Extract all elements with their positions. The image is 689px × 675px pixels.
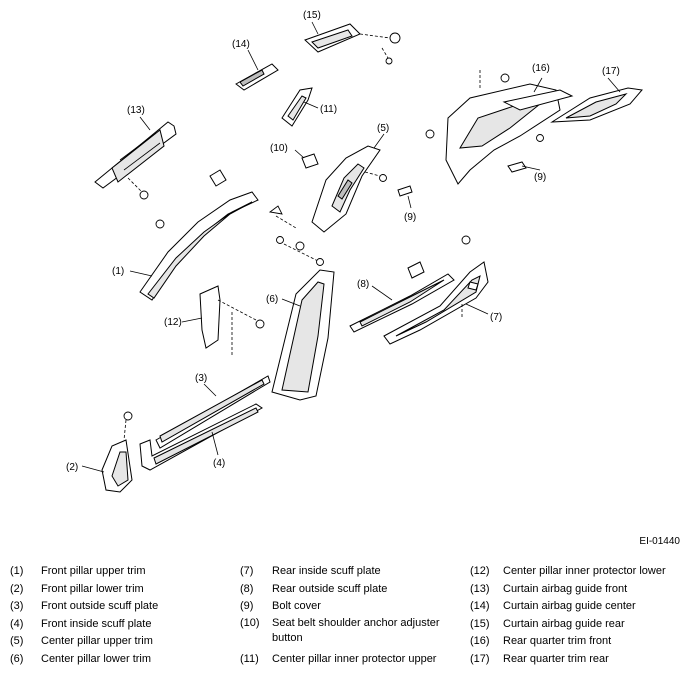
callout-13: (13) — [127, 105, 145, 116]
legend-item: (9) Bolt cover — [240, 598, 465, 616]
part-front-outside-scuff-plate — [155, 375, 271, 449]
legend-number: (5) — [10, 635, 24, 647]
legend-item: (15) Curtain airbag guide rear — [470, 616, 685, 634]
legend-label: Bolt cover — [272, 600, 321, 612]
legend-label: Center pillar inner protector lower — [503, 565, 666, 577]
legend-label: Curtain airbag guide center — [503, 600, 636, 612]
legend-item: (14) Curtain airbag guide center — [470, 598, 685, 616]
part-front-pillar-lower-trim — [101, 411, 133, 493]
part-center-pillar-inner-protector-upper — [281, 87, 313, 127]
leader-lines — [81, 21, 621, 473]
legend-number: (8) — [240, 582, 254, 595]
legend-item: (7) Rear inside scuff plate — [240, 563, 465, 581]
legend-label: Front inside scuff plate — [41, 617, 152, 630]
part-front-inside-scuff-plate — [139, 403, 263, 471]
callout-3: (3) — [195, 373, 207, 384]
legend-item: (6) Center pillar lower trim — [10, 651, 230, 669]
part-seat-belt-adjuster-button — [301, 153, 319, 169]
callout-9-rear: (9) — [534, 172, 546, 183]
part-center-pillar-lower-trim — [271, 269, 335, 401]
legend-number: (17) — [470, 652, 490, 665]
legend-item: (12) Center pillar inner protector lower — [470, 563, 685, 581]
legend-item: (11) Center pillar inner protector upper — [240, 651, 465, 669]
legend-number: (15) — [470, 617, 490, 630]
legend-number: (12) — [470, 565, 490, 577]
part-curtain-airbag-guide-front — [94, 121, 177, 200]
legend-number: (13) — [470, 582, 490, 595]
legend-number: (14) — [470, 600, 490, 612]
callout-2: (2) — [66, 462, 78, 473]
legend-label: Front pillar upper trim — [41, 565, 146, 577]
legend-label: Rear outside scuff plate — [272, 582, 388, 595]
legend-label: Center pillar inner protector upper — [272, 652, 437, 665]
callout-16: (16) — [532, 63, 550, 74]
diagram-canvas: (15) (14) (11) (13) (10) (5) (9) (16) (1… — [66, 10, 643, 493]
callout-10: (10) — [270, 143, 288, 154]
callout-4: (4) — [213, 458, 225, 469]
callout-9-center: (9) — [404, 212, 416, 223]
legend-number: (1) — [10, 565, 24, 577]
legend-item: (5) Center pillar upper trim — [10, 633, 230, 651]
legend-number: (6) — [10, 652, 24, 665]
part-rear-quarter-trim-rear — [550, 87, 643, 123]
legend-label: Front outside scuff plate — [41, 600, 159, 612]
callout-17: (17) — [602, 66, 620, 77]
part-curtain-airbag-guide-rear — [304, 23, 401, 65]
legend-number: (16) — [470, 635, 490, 647]
callout-1: (1) — [112, 266, 124, 277]
legend-number: (7) — [240, 565, 254, 577]
legend-label: Front pillar lower trim — [41, 582, 144, 595]
legend-number: (4) — [10, 617, 24, 630]
part-anchor-bolt — [268, 205, 324, 266]
legend-number: (10) — [240, 616, 260, 629]
part-rear-inside-scuff-plate — [383, 235, 489, 345]
legend-column-2: (7) Rear inside scuff plate (8) Rear outsi… — [240, 563, 465, 668]
callout-12: (12) — [164, 317, 182, 328]
legend-label: Curtain airbag guide front — [503, 582, 628, 595]
parts-legend: (1) Front pillar upper trim (2) Front pill… — [0, 563, 689, 671]
legend-label: Rear quarter trim rear — [503, 652, 609, 665]
callout-5: (5) — [377, 123, 389, 134]
legend-item: (16) Rear quarter trim front — [470, 633, 685, 651]
legend-column-1: (1) Front pillar upper trim (2) Front pill… — [10, 563, 230, 668]
part-rear-quarter-trim-front — [425, 70, 574, 185]
legend-item: (4) Front inside scuff plate — [10, 616, 230, 634]
legend-number: (11) — [240, 652, 259, 665]
exploded-parts-diagram: (15) (14) (11) (13) (10) (5) (9) (16) (1… — [66, 10, 643, 493]
legend-item: (10) Seat belt shoulder anchor adjuster b… — [240, 616, 465, 651]
legend-item: (8) Rear outside scuff plate — [240, 581, 465, 599]
legend-item: (2) Front pillar lower trim — [10, 581, 230, 599]
callout-15: (15) — [303, 10, 321, 21]
legend-number: (9) — [240, 600, 254, 612]
callout-labels: (15) (14) (11) (13) (10) (5) (9) (16) (1… — [66, 10, 620, 473]
legend-item: (1) Front pillar upper trim — [10, 563, 230, 581]
callout-6: (6) — [266, 294, 278, 305]
legend-column-3: (12)Center pillar inner protector lower … — [470, 563, 685, 668]
legend-number: (3) — [10, 600, 24, 612]
callout-14: (14) — [232, 39, 250, 50]
legend-label: Center pillar upper trim — [41, 635, 153, 647]
legend-label: Center pillar lower trim — [41, 652, 152, 665]
part-center-pillar-inner-protector-lower — [199, 285, 265, 356]
legend-label: Curtain airbag guide rear — [503, 617, 625, 630]
part-center-pillar-upper-trim — [311, 145, 413, 233]
legend-label: Seat belt shoulder anchor adjuster butto… — [272, 616, 440, 644]
legend-label: Rear inside scuff plate — [272, 565, 381, 577]
legend-label: Rear quarter trim front — [503, 635, 612, 647]
legend-number: (2) — [10, 582, 24, 595]
figure-id: EI-01440 — [639, 536, 680, 547]
legend-item: (3) Front outside scuff plate — [10, 598, 230, 616]
part-rear-outside-scuff-plate — [349, 261, 455, 333]
callout-8: (8) — [357, 279, 369, 290]
part-front-pillar-upper-trim — [139, 169, 259, 301]
part-curtain-airbag-guide-center — [235, 63, 279, 91]
callout-7: (7) — [490, 312, 502, 323]
legend-item: (17) Rear quarter trim rear — [470, 651, 685, 669]
callout-11: (11) — [320, 104, 337, 115]
legend-item: (13) Curtain airbag guide front — [470, 581, 685, 599]
